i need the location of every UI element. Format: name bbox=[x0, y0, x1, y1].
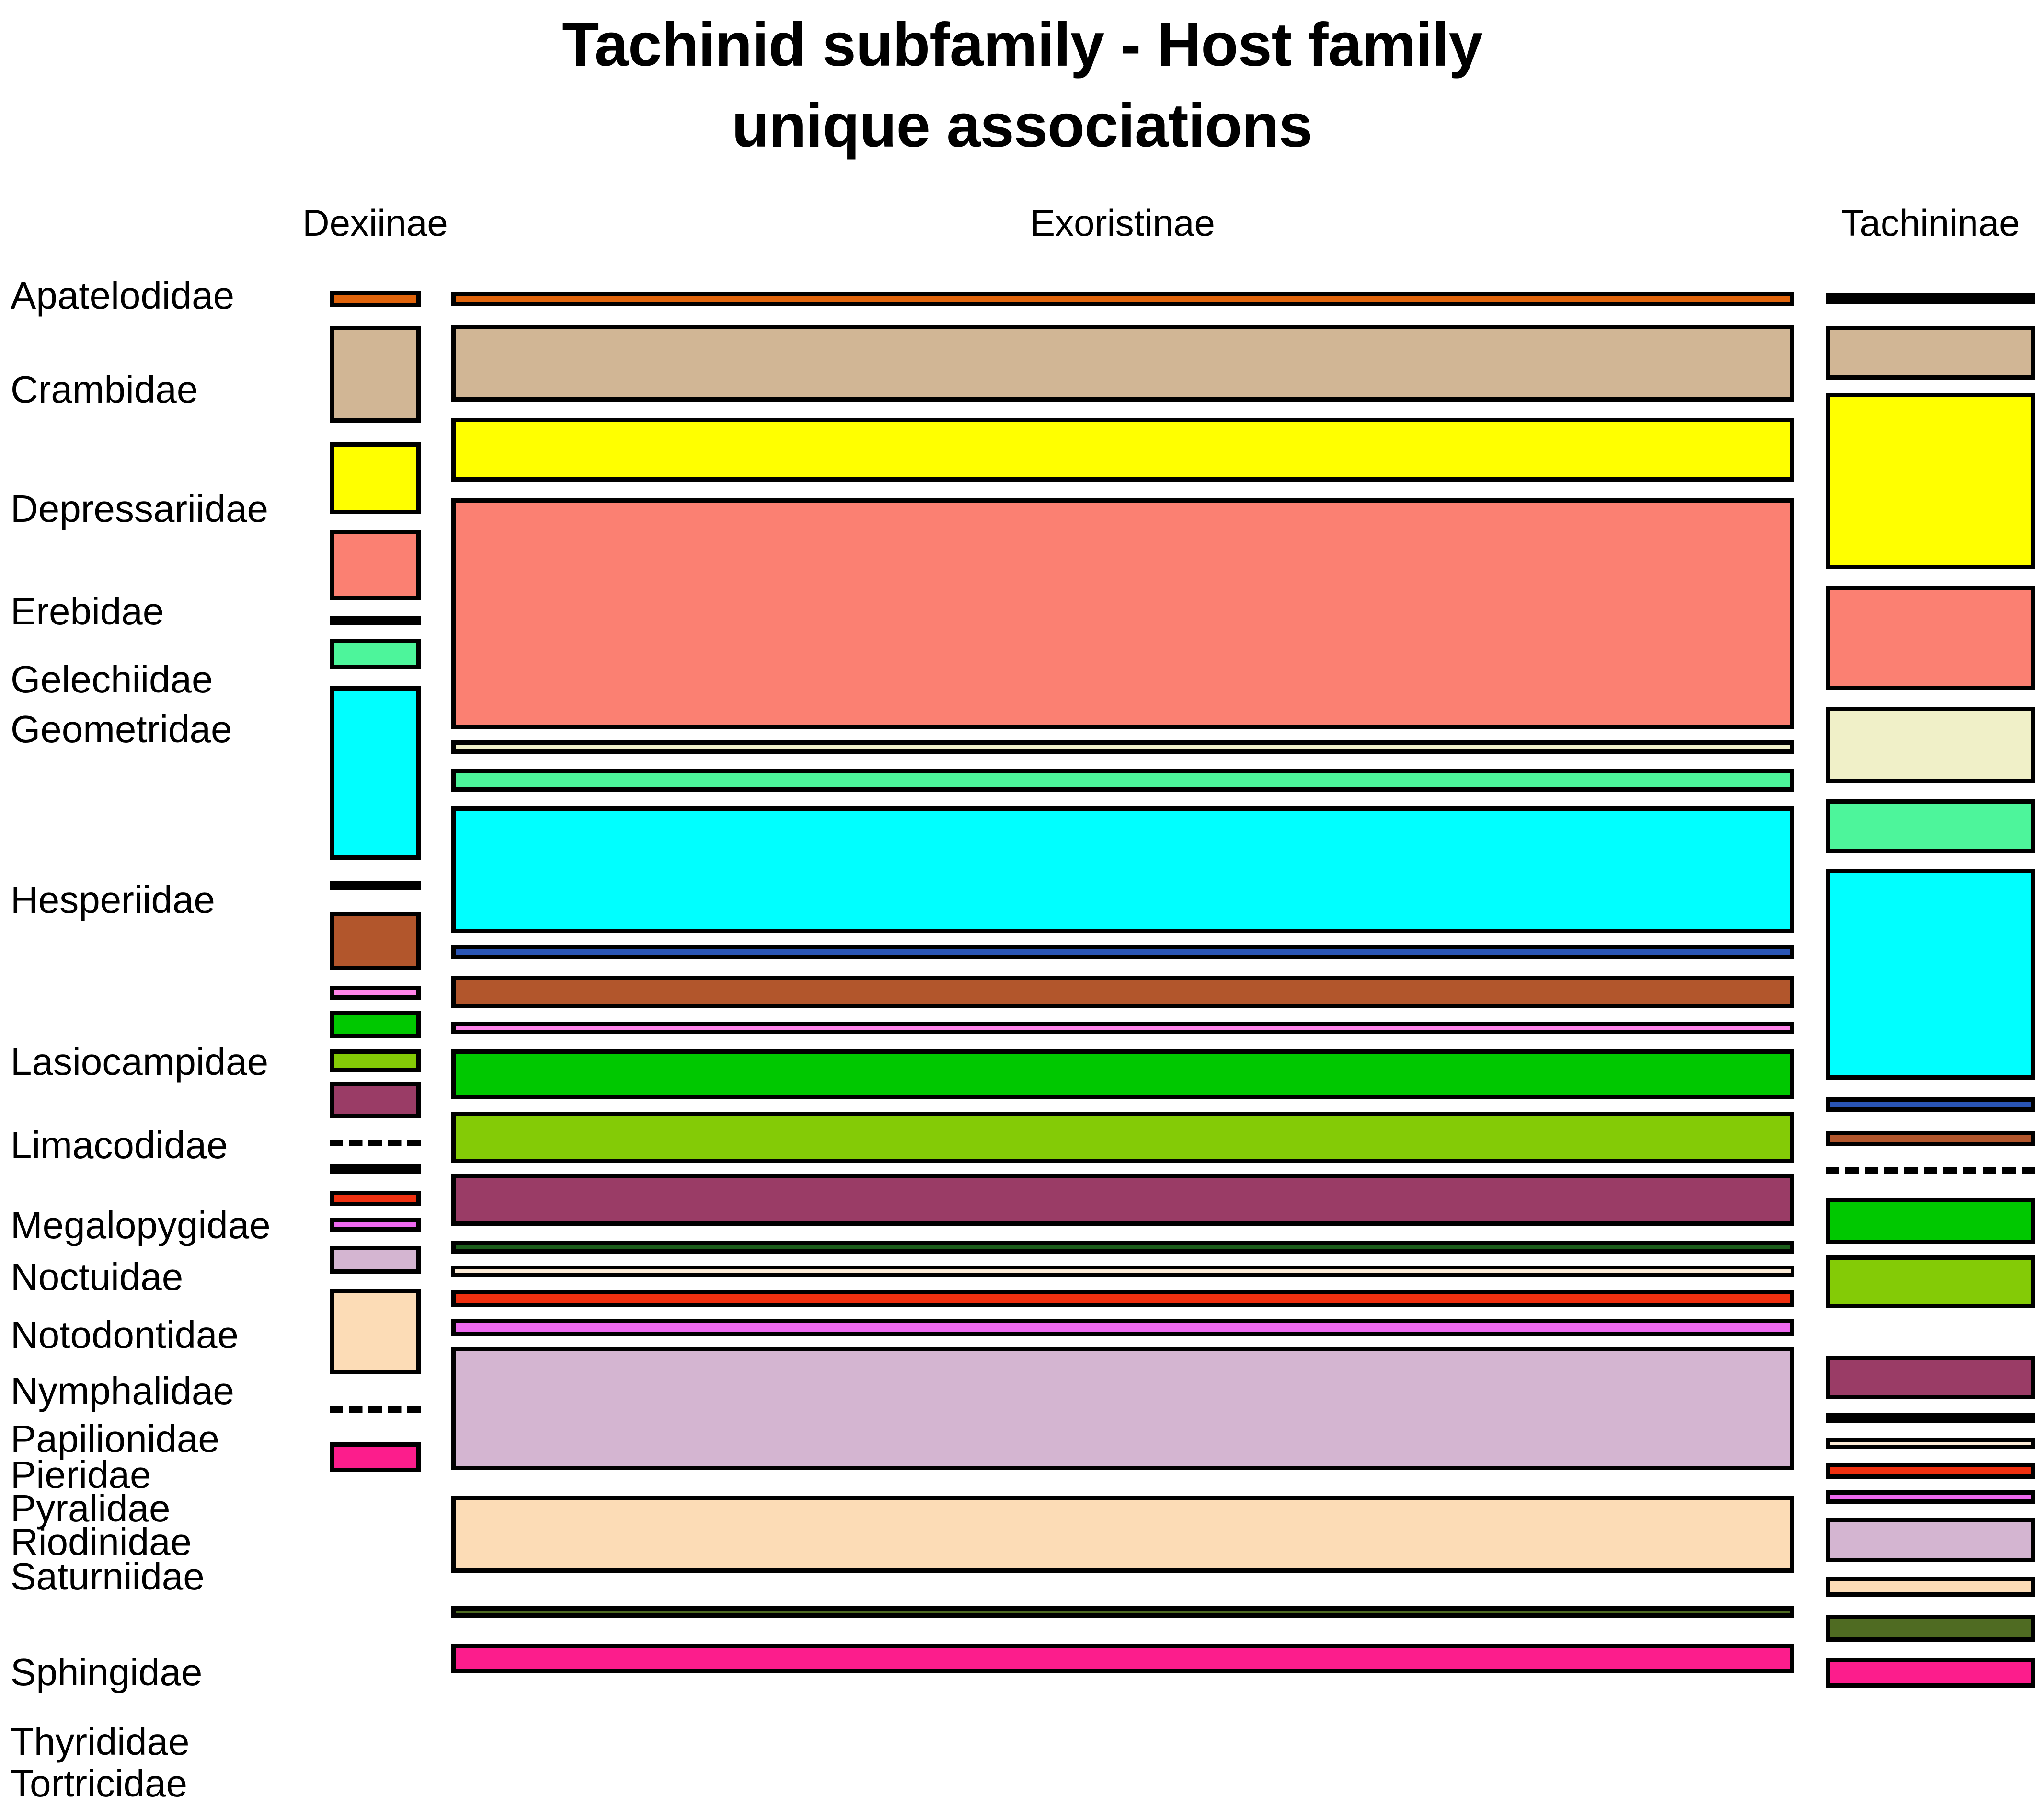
cell-crambidae-exoristinae bbox=[451, 325, 1794, 402]
cell-pieridae-dexiinae bbox=[330, 1164, 421, 1174]
cell-gelechiidae-exoristinae bbox=[451, 740, 1794, 754]
cell-thyrididae-exoristinae bbox=[451, 1606, 1794, 1618]
cell-crambidae-tachininae bbox=[1826, 326, 2035, 380]
cell-pieridae-exoristinae bbox=[451, 1266, 1794, 1277]
cell-depressariidae-tachininae bbox=[1826, 393, 2035, 569]
cell-megalopygidae-dexiinae bbox=[330, 986, 421, 1000]
cell-tortricidae-tachininae bbox=[1826, 1658, 2035, 1688]
row-label-gelechiidae: Gelechiidae bbox=[11, 658, 213, 701]
cell-limacodidae-tachininae bbox=[1826, 1131, 2035, 1146]
cell-geometridae-exoristinae bbox=[451, 769, 1794, 792]
column-header-exoristinae: Exoristinae bbox=[1030, 202, 1215, 244]
cell-megalopygidae-tachininae bbox=[1826, 1167, 2035, 1174]
cell-apatelodidae-tachininae bbox=[1826, 293, 2035, 304]
cell-nymphalidae-tachininae bbox=[1826, 1356, 2035, 1399]
cell-hesperiidae-dexiinae bbox=[330, 686, 421, 860]
cell-riodinidae-dexiinae bbox=[330, 1218, 421, 1232]
cell-saturniidae-tachininae bbox=[1826, 1518, 2035, 1562]
cell-apatelodidae-dexiinae bbox=[330, 291, 421, 307]
cell-saturniidae-dexiinae bbox=[330, 1246, 421, 1274]
cell-depressariidae-exoristinae bbox=[451, 418, 1794, 482]
cell-notodontidae-tachininae bbox=[1826, 1255, 2035, 1308]
cell-apatelodidae-exoristinae bbox=[451, 292, 1794, 306]
cell-papilionidae-exoristinae bbox=[451, 1241, 1794, 1254]
cell-sphingidae-exoristinae bbox=[451, 1496, 1794, 1573]
row-label-geometridae: Geometridae bbox=[11, 708, 232, 750]
chart-title-line-2: unique associations bbox=[732, 91, 1313, 160]
cell-tortricidae-dexiinae bbox=[330, 1442, 421, 1472]
cell-papilionidae-dexiinae bbox=[330, 1140, 421, 1146]
row-label-thyrididae: Thyrididae bbox=[11, 1720, 190, 1763]
cell-geometridae-tachininae bbox=[1826, 799, 2035, 853]
cell-tortricidae-exoristinae bbox=[451, 1644, 1794, 1673]
row-label-apatelodidae: Apatelodidae bbox=[11, 274, 235, 317]
cell-erebidae-tachininae bbox=[1826, 586, 2035, 690]
row-label-limacodidae: Limacodidae bbox=[11, 1124, 228, 1166]
row-label-nymphalidae: Nymphalidae bbox=[11, 1370, 234, 1412]
cell-pyralidae-exoristinae bbox=[451, 1290, 1794, 1307]
row-label-pieridae: Pieridae bbox=[11, 1453, 151, 1496]
column-header-dexiinae: Dexiinae bbox=[302, 202, 448, 244]
row-label-noctuidae: Noctuidae bbox=[11, 1255, 184, 1298]
cell-riodinidae-exoristinae bbox=[451, 1319, 1794, 1336]
cell-thyrididae-dexiinae bbox=[330, 1406, 421, 1413]
cell-lasiocampidae-exoristinae bbox=[451, 945, 1794, 959]
cell-limacodidae-exoristinae bbox=[451, 976, 1794, 1008]
cell-nymphalidae-exoristinae bbox=[451, 1174, 1794, 1226]
cell-geometridae-dexiinae bbox=[330, 639, 421, 669]
row-label-sphingidae: Sphingidae bbox=[11, 1651, 203, 1693]
row-label-pyralidae: Pyralidae bbox=[11, 1487, 171, 1530]
row-label-riodinidae: Riodinidae bbox=[11, 1520, 192, 1563]
cell-noctuidae-dexiinae bbox=[330, 1011, 421, 1038]
row-label-megalopygidae: Megalopygidae bbox=[11, 1204, 271, 1246]
cell-noctuidae-tachininae bbox=[1826, 1198, 2035, 1244]
cell-depressariidae-dexiinae bbox=[330, 442, 421, 514]
cell-gelechiidae-dexiinae bbox=[330, 616, 421, 625]
row-label-depressariidae: Depressariidae bbox=[11, 487, 269, 530]
cell-gelechiidae-tachininae bbox=[1826, 707, 2035, 783]
cell-hesperiidae-tachininae bbox=[1826, 869, 2035, 1080]
cell-megalopygidae-exoristinae bbox=[451, 1022, 1794, 1034]
cell-lasiocampidae-dexiinae bbox=[330, 881, 421, 890]
cell-pyralidae-tachininae bbox=[1826, 1463, 2035, 1479]
cell-erebidae-dexiinae bbox=[330, 530, 421, 600]
column-header-tachininae: Tachininae bbox=[1841, 202, 2020, 244]
chart-title: Tachinid subfamily - Host family unique … bbox=[0, 5, 2044, 167]
cell-nymphalidae-dexiinae bbox=[330, 1082, 421, 1118]
row-label-notodontidae: Notodontidae bbox=[11, 1313, 239, 1356]
cell-pieridae-tachininae bbox=[1826, 1438, 2035, 1449]
cell-crambidae-dexiinae bbox=[330, 326, 421, 423]
cell-pyralidae-dexiinae bbox=[330, 1191, 421, 1206]
cell-noctuidae-exoristinae bbox=[451, 1049, 1794, 1099]
cell-limacodidae-dexiinae bbox=[330, 912, 421, 970]
row-label-saturniidae: Saturniidae bbox=[11, 1555, 205, 1598]
cell-thyrididae-tachininae bbox=[1826, 1615, 2035, 1642]
cell-saturniidae-exoristinae bbox=[451, 1347, 1794, 1470]
cell-erebidae-exoristinae bbox=[451, 498, 1794, 729]
row-label-papilionidae: Papilionidae bbox=[11, 1417, 219, 1460]
cell-papilionidae-tachininae bbox=[1826, 1413, 2035, 1423]
cell-sphingidae-dexiinae bbox=[330, 1289, 421, 1374]
cell-sphingidae-tachininae bbox=[1826, 1577, 2035, 1597]
cell-lasiocampidae-tachininae bbox=[1826, 1097, 2035, 1112]
row-label-erebidae: Erebidae bbox=[11, 590, 164, 633]
cell-riodinidae-tachininae bbox=[1826, 1490, 2035, 1504]
row-label-hesperiidae: Hesperiidae bbox=[11, 878, 215, 921]
row-label-lasiocampidae: Lasiocampidae bbox=[11, 1040, 269, 1083]
cell-notodontidae-exoristinae bbox=[451, 1112, 1794, 1163]
row-label-crambidae: Crambidae bbox=[11, 368, 198, 411]
cell-notodontidae-dexiinae bbox=[330, 1049, 421, 1072]
chart-title-line-1: Tachinid subfamily - Host family bbox=[562, 11, 1483, 79]
cell-hesperiidae-exoristinae bbox=[451, 806, 1794, 933]
row-label-tortricidae: Tortricidae bbox=[11, 1762, 188, 1805]
